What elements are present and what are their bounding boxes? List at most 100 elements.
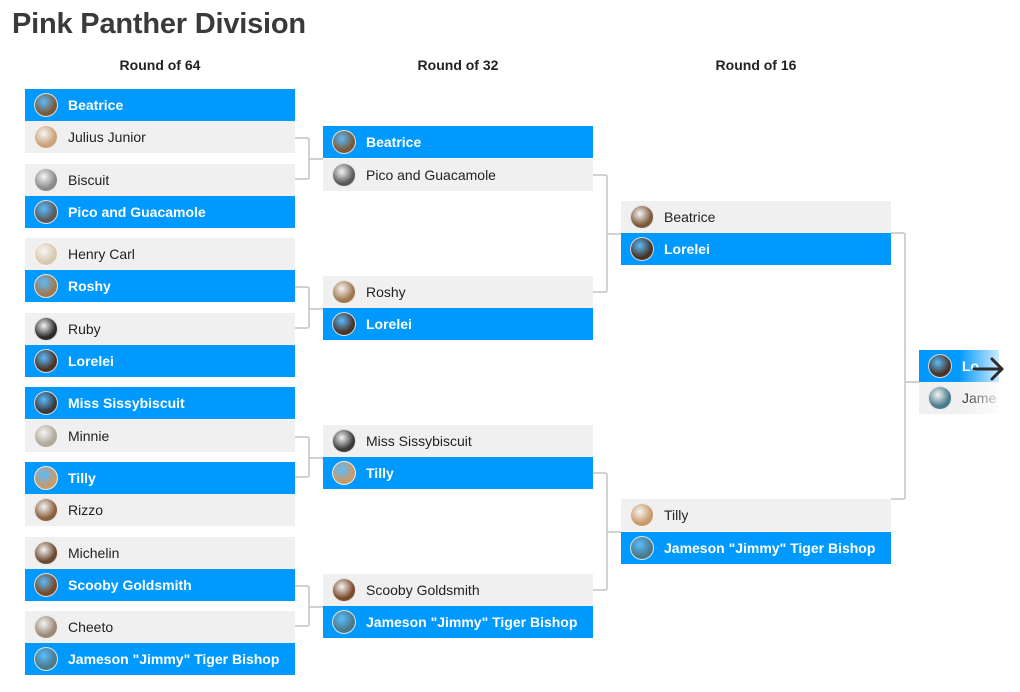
avatar — [34, 168, 58, 192]
competitor-name: Jameson "Jimmy" Tiger Bishop — [68, 651, 280, 667]
competitor-name: Pico and Guacamole — [68, 204, 206, 220]
avatar — [34, 349, 58, 373]
avatar — [34, 93, 58, 117]
bracket-slot-r64-4[interactable]: Henry Carl — [25, 238, 295, 270]
competitor-name: Jame — [962, 390, 997, 406]
avatar — [34, 541, 58, 565]
competitor-name: Pico and Guacamole — [366, 167, 496, 183]
bracket-slot-r32-0[interactable]: Beatrice — [323, 126, 593, 158]
bracket-slot-r64-14[interactable]: Cheeto — [25, 611, 295, 643]
bracket-line — [295, 436, 323, 478]
avatar — [332, 312, 356, 336]
competitor-name: Miss Sissybiscuit — [68, 395, 185, 411]
avatar — [332, 578, 356, 602]
avatar — [34, 466, 58, 490]
competitor-name: Henry Carl — [68, 246, 135, 262]
competitor-name: Michelin — [68, 545, 120, 561]
avatar — [630, 237, 654, 261]
competitor-name: Beatrice — [68, 97, 124, 113]
avatar — [332, 130, 356, 154]
avatar — [34, 498, 58, 522]
bracket-slot-r64-1[interactable]: Julius Junior — [25, 121, 295, 153]
competitor-name: Lorelei — [664, 241, 710, 257]
bracket-line — [295, 286, 323, 329]
bracket-slot-r64-11[interactable]: Rizzo — [25, 494, 295, 526]
bracket-slot-r32-3[interactable]: Lorelei — [323, 308, 593, 340]
competitor-name: Roshy — [68, 278, 111, 294]
avatar — [34, 242, 58, 266]
bracket-slot-r64-15[interactable]: Jameson "Jimmy" Tiger Bishop — [25, 643, 295, 675]
avatar — [332, 461, 356, 485]
competitor-name: Tilly — [366, 465, 394, 481]
avatar — [34, 391, 58, 415]
competitor-name: Julius Junior — [68, 129, 146, 145]
avatar — [34, 573, 58, 597]
competitor-name: Scooby Goldsmith — [68, 577, 192, 593]
bracket-slot-r64-6[interactable]: Ruby — [25, 313, 295, 345]
avatar — [928, 354, 952, 378]
avatar — [34, 200, 58, 224]
competitor-name: Rizzo — [68, 502, 104, 518]
bracket-slot-r64-5[interactable]: Roshy — [25, 270, 295, 302]
bracket-slot-r8-1[interactable]: Jame — [919, 382, 999, 414]
competitor-name: Tilly — [664, 507, 689, 523]
avatar — [332, 610, 356, 634]
round-header-16: Round of 16 — [715, 57, 797, 73]
competitor-name: Cheeto — [68, 619, 114, 635]
competitor-name: Minnie — [68, 428, 110, 444]
competitor-name: Roshy — [366, 284, 406, 300]
avatar — [630, 503, 654, 527]
bracket-line — [891, 232, 919, 500]
avatar — [34, 615, 58, 639]
bracket-slot-r64-8[interactable]: Miss Sissybiscuit — [25, 387, 295, 419]
avatar — [928, 386, 952, 410]
competitor-name: Jameson "Jimmy" Tiger Bishop — [366, 614, 578, 630]
avatar — [34, 647, 58, 671]
bracket-slot-r64-2[interactable]: Biscuit — [25, 164, 295, 196]
bracket-slot-r64-10[interactable]: Tilly — [25, 462, 295, 494]
bracket-slot-r64-3[interactable]: Pico and Guacamole — [25, 196, 295, 228]
avatar — [34, 125, 58, 149]
bracket-slot-r64-7[interactable]: Lorelei — [25, 345, 295, 377]
competitor-name: Biscuit — [68, 172, 110, 188]
bracket-slot-r32-1[interactable]: Pico and Guacamole — [323, 159, 593, 191]
round-header-32: Round of 32 — [417, 57, 499, 73]
page-title: Pink Panther Division — [12, 8, 306, 40]
bracket-line — [593, 174, 621, 293]
bracket-slot-r64-12[interactable]: Michelin — [25, 537, 295, 569]
bracket-slot-r16-2[interactable]: Tilly — [621, 499, 891, 531]
bracket-slot-r32-6[interactable]: Scooby Goldsmith — [323, 574, 593, 606]
bracket-slot-r32-4[interactable]: Miss Sissybiscuit — [323, 425, 593, 457]
competitor-name: Beatrice — [366, 134, 422, 150]
avatar — [630, 205, 654, 229]
competitor-name: Beatrice — [664, 209, 716, 225]
bracket-line — [295, 137, 323, 180]
avatar — [34, 317, 58, 341]
avatar — [630, 536, 654, 560]
bracket-line — [295, 585, 323, 627]
bracket-slot-r16-0[interactable]: Beatrice — [621, 201, 891, 233]
avatar — [332, 280, 356, 304]
avatar — [34, 274, 58, 298]
avatar — [332, 163, 356, 187]
bracket-slot-r64-13[interactable]: Scooby Goldsmith — [25, 569, 295, 601]
competitor-name: Tilly — [68, 470, 96, 486]
bracket-slot-r64-0[interactable]: Beatrice — [25, 89, 295, 121]
bracket-slot-r32-2[interactable]: Roshy — [323, 276, 593, 308]
bracket-slot-r16-1[interactable]: Lorelei — [621, 233, 891, 265]
competitor-name: Jameson "Jimmy" Tiger Bishop — [664, 540, 876, 556]
arrow-right-icon[interactable] — [972, 355, 1006, 383]
bracket-slot-r64-9[interactable]: Minnie — [25, 420, 295, 452]
bracket-slot-r16-3[interactable]: Jameson "Jimmy" Tiger Bishop — [621, 532, 891, 564]
competitor-name: Lorelei — [68, 353, 114, 369]
competitor-name: Ruby — [68, 321, 101, 337]
avatar — [332, 429, 356, 453]
round-header-64: Round of 64 — [119, 57, 201, 73]
bracket-slot-r32-7[interactable]: Jameson "Jimmy" Tiger Bishop — [323, 606, 593, 638]
bracket-slot-r32-5[interactable]: Tilly — [323, 457, 593, 489]
competitor-name: Miss Sissybiscuit — [366, 433, 472, 449]
competitor-name: Scooby Goldsmith — [366, 582, 480, 598]
competitor-name: Lorelei — [366, 316, 412, 332]
avatar — [34, 424, 58, 448]
